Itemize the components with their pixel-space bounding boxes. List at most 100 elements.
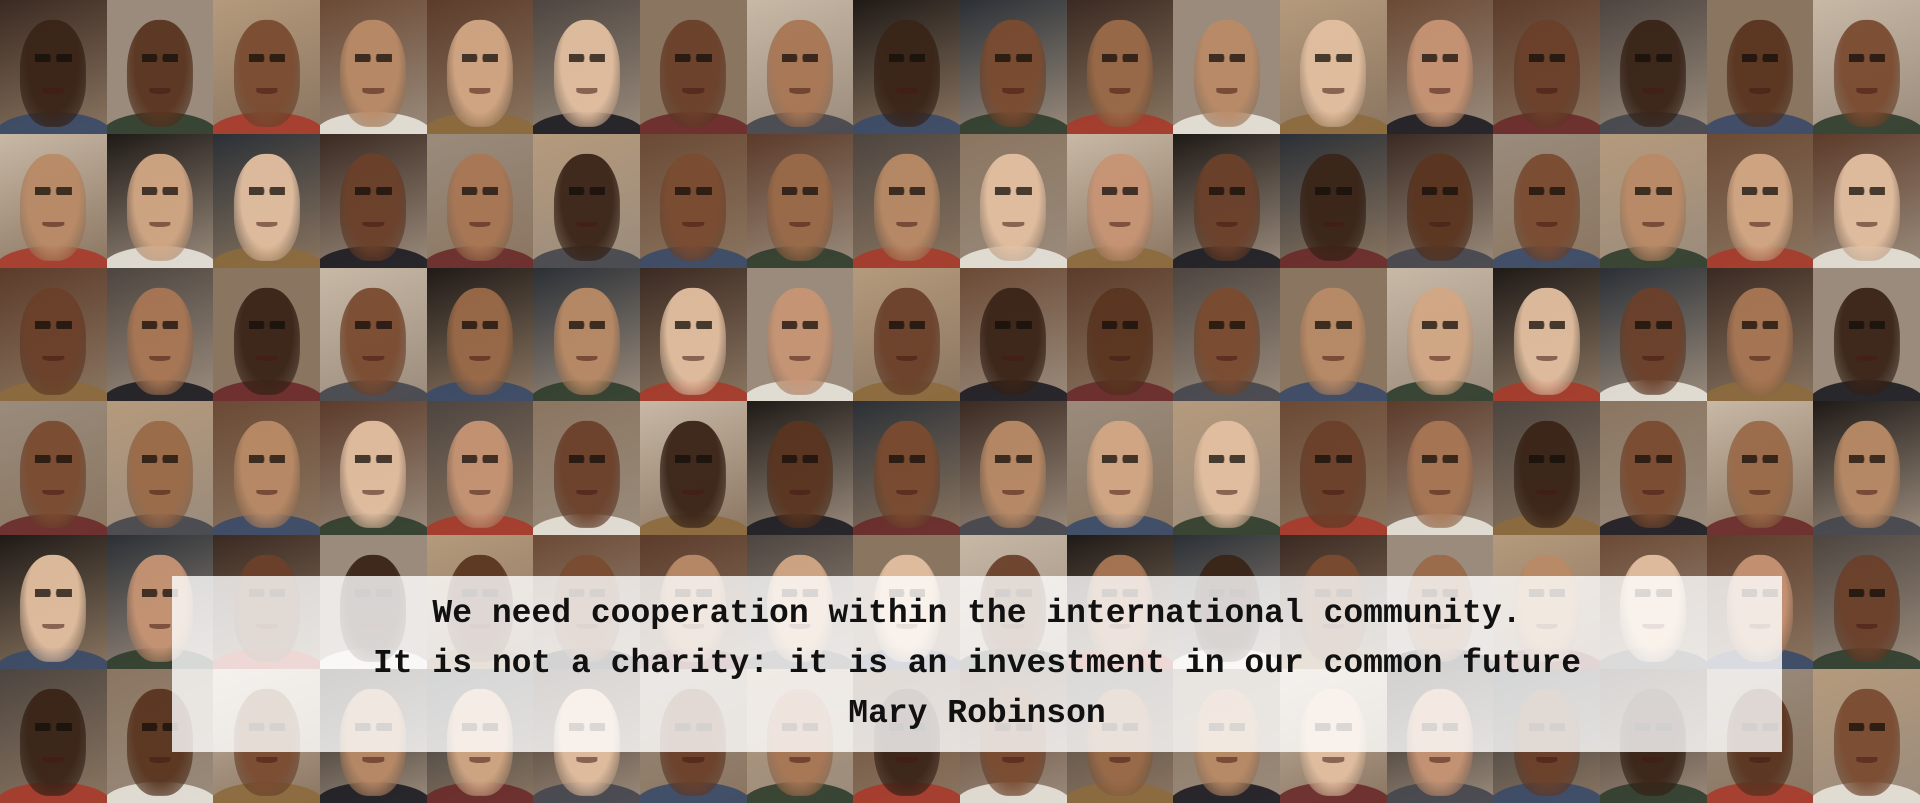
portrait-mouth [575,222,598,228]
portrait-mouth [1002,88,1024,94]
portrait-face [980,153,1047,261]
portrait-face [766,19,834,127]
portrait-tile [0,401,107,536]
portrait-face [660,153,727,261]
portrait-mouth [895,88,918,94]
portrait-mouth [362,355,384,362]
portrait-mouth [1002,489,1024,496]
portrait-mouth [1642,355,1664,362]
portrait-mouth [469,757,491,763]
portrait-mouth [682,355,704,362]
portrait-eyes [675,455,712,464]
portrait-eyes [141,588,179,597]
portrait-eyes [568,53,605,62]
portrait-eyes [1741,321,1779,330]
portrait-face [1833,153,1900,261]
portrait-mouth [1429,222,1451,228]
portrait-mouth [255,88,278,94]
portrait-tile [1813,669,1920,803]
portrait-eyes [35,455,72,464]
portrait-mouth [1855,623,1878,629]
portrait-eyes [1101,321,1139,330]
portrait-eyes [1101,187,1139,196]
portrait-face [1086,153,1154,261]
portrait-face [1086,19,1154,127]
portrait-tile [533,133,640,268]
portrait-tile [533,0,640,134]
portrait-tile [1493,401,1600,536]
portrait-eyes [1848,588,1885,597]
portrait-eyes [1315,53,1352,62]
portrait-mouth [789,355,811,362]
portrait-eyes [1635,187,1672,196]
portrait-eyes [141,321,179,330]
portrait-mouth [1855,489,1878,496]
portrait-eyes [1848,455,1885,464]
portrait-tile [1493,0,1600,134]
portrait-face [873,19,940,127]
portrait-face [1300,421,1367,529]
portrait-mouth [1642,222,1664,228]
portrait-face [20,421,87,529]
portrait-eyes [1421,53,1459,62]
portrait-mouth [1002,355,1024,362]
quote-overlay: We need cooperation within the internati… [172,576,1782,752]
portrait-face [1513,19,1580,127]
portrait-mouth [1215,355,1238,362]
portrait-face [553,153,620,261]
portrait-tile [639,0,747,134]
portrait-eyes [1208,321,1245,330]
portrait-mouth [1322,355,1344,362]
portrait-eyes [781,455,819,464]
portrait-tile [0,267,107,402]
portrait-tile [1599,0,1707,134]
portrait-mouth [895,489,918,496]
portrait-face [233,19,300,127]
portrait-eyes [675,53,712,62]
portrait-tile [1493,133,1600,268]
portrait-eyes [1528,53,1565,62]
portrait-face [1406,421,1474,529]
portrait-tile [746,133,854,268]
portrait-mouth [255,757,278,763]
portrait-eyes [1315,455,1352,464]
portrait-face [1406,153,1474,261]
portrait-mouth [895,355,918,362]
portrait-tile [1279,133,1387,268]
portrait-eyes [461,187,499,196]
quote-author: Mary Robinson [848,695,1106,732]
portrait-mouth [1749,222,1771,228]
portrait-mouth [362,489,384,496]
portrait-eyes [1635,53,1672,62]
portrait-tile [639,267,747,402]
portrait-face [20,287,87,395]
portrait-tile [639,401,747,536]
portrait-face [553,287,620,395]
portrait-eyes [461,321,499,330]
portrait-eyes [888,53,925,62]
portrait-face [233,421,300,529]
portrait-mouth [1215,757,1238,763]
portrait-mouth [575,355,598,362]
portrait-mouth [1322,88,1344,94]
portrait-face [1833,555,1900,663]
portrait-mouth [1109,489,1131,496]
portrait-eyes [995,53,1032,62]
portrait-tile [0,669,107,803]
portrait-eyes [781,187,819,196]
portrait-mouth [682,222,704,228]
quote-line-2: It is not a charity: it is an investment… [373,645,1581,682]
portrait-eyes [568,187,605,196]
portrait-mouth [149,88,171,94]
portrait-eyes [1848,321,1885,330]
portrait-mouth [789,88,811,94]
portrait-tile [853,267,960,402]
portrait-mouth [1109,355,1131,362]
portrait-face [1726,287,1794,395]
portrait-mouth [682,489,704,496]
portrait-mouth [1215,489,1238,496]
portrait-eyes [1528,187,1565,196]
portrait-mouth [1429,355,1451,362]
portrait-mouth [149,355,171,362]
portrait-eyes [675,187,712,196]
